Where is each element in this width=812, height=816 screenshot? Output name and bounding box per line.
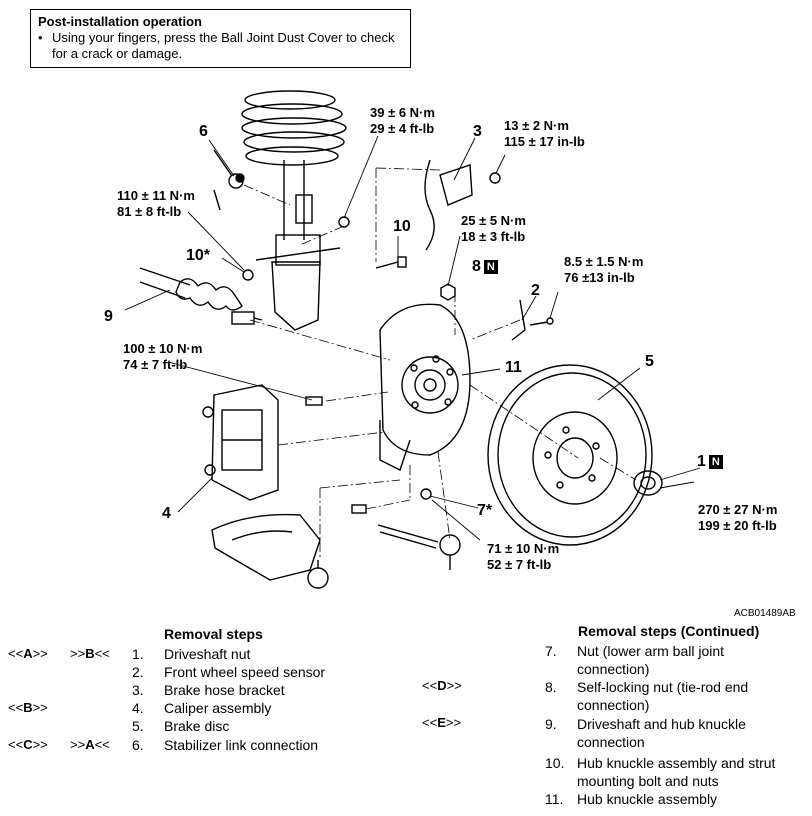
removal-steps-continued-title: Removal steps (Continued) [578,623,760,639]
removal-continued-step: 9.Driveshaft and hub knuckle [545,716,746,732]
callout-9: 9 [104,308,113,325]
removal-continued-step-line2: connection [577,734,645,750]
removal-continued-step: 7.Nut (lower arm ball joint [545,643,725,659]
n-badge-icon: N [708,455,723,469]
torque-100-nm: 100 ± 10 N·m [123,341,203,356]
torque-8-5-nm: 8.5 ± 1.5 N·m [564,254,644,269]
callout-6: 6 [199,123,208,140]
removal-steps-title: Removal steps [164,626,263,642]
post-installation-note: Post-installation operation • Using your… [30,9,411,68]
torque-270-nm: 270 ± 27 N·m [698,502,778,517]
step-6-tag-a: <<C>> [8,737,48,752]
removal-continued-step-line2: mounting bolt and nuts [577,773,719,789]
exploded-view-diagram [124,90,701,589]
note-bullet: • Using your fingers, press the Ball Joi… [38,30,403,62]
removal-step: 4.Caliper assembly [132,700,272,716]
stabilizer-link [213,149,245,211]
n-badge-icon: N [483,260,498,274]
step-4-tag: <<B>> [8,700,48,715]
callout-11: 11 [505,359,522,376]
note-title: Post-installation operation [38,14,202,29]
torque-71-ftlb: 52 ± 7 ft-lb [487,557,552,572]
leader-lines [124,135,701,541]
callout-3: 3 [473,123,482,140]
step-1-tag-b: >>B<< [70,646,110,661]
torque-110-nm: 110 ± 11 N·m [117,188,195,203]
torque-13-nm: 13 ± 2 N·m [504,118,569,133]
driveshaft-nut [633,470,663,496]
torque-39-ftlb: 29 ± 4 ft-lb [370,121,435,136]
removal-continued-step: 8.Self-locking nut (tie-rod end [545,679,749,695]
torque-100-ftlb: 74 ± 7 ft-lb [123,357,188,372]
torque-270-ftlb: 199 ± 20 ft-lb [698,518,777,533]
step-6-tag-b: >>A<< [70,737,110,752]
removal-step: 6.Stabilizer link connection [132,737,319,753]
tie-rod-end [377,524,461,570]
brake-caliper [202,384,279,501]
callout-1-number: 1 [697,453,706,470]
removal-step: 5.Brake disc [132,718,230,734]
strut-assembly [255,160,341,331]
callout-8-number: 8 [472,258,481,275]
removal-continued-step-line2: connection) [577,697,650,713]
callout-5: 5 [645,353,654,370]
hub-knuckle [379,303,471,471]
torque-39-nm: 39 ± 6 N·m [370,105,435,120]
brake-disc [487,364,653,546]
torque-25-ftlb: 18 ± 3 ft-lb [461,229,526,244]
note-bullet-text: Using your fingers, press the Ball Joint… [52,30,395,61]
step-1-tag-a: <<A>> [8,646,48,661]
callout-10-star: 10* [186,247,211,264]
bullet-icon: • [38,30,43,45]
torque-71-nm: 71 ± 10 N·m [487,541,560,556]
callout-4: 4 [162,505,171,522]
removal-continued-step: 10.Hub knuckle assembly and strut [545,755,776,771]
torque-8-5-inlb: 76 ±13 in-lb [564,270,635,285]
step-8-tag: <<D>> [422,678,462,693]
removal-step: 1.Driveshaft nut [132,646,251,662]
coil-spring [241,90,347,166]
lower-arm [211,513,329,589]
driveshaft [139,267,263,325]
assembly-lines [243,167,637,560]
callout-7-star: 7* [477,502,493,519]
removal-step: 3.Brake hose bracket [132,682,285,698]
callout-2: 2 [531,282,540,299]
torque-25-nm: 25 ± 5 N·m [461,213,526,228]
wheel-speed-sensor [511,299,554,341]
callout-10: 10 [393,218,411,235]
removal-continued-step-line2: connection) [577,661,650,677]
step-9-tag: <<E>> [422,715,462,730]
torque-13-inlb: 115 ± 17 in-lb [504,134,585,149]
removal-step: 2.Front wheel speed sensor [132,664,326,680]
torque-110-ftlb: 81 ± 8 ft-lb [117,204,182,219]
removal-continued-step: 11.Hub knuckle assembly [545,791,718,807]
figure-code: ACB01489AB [734,608,796,619]
